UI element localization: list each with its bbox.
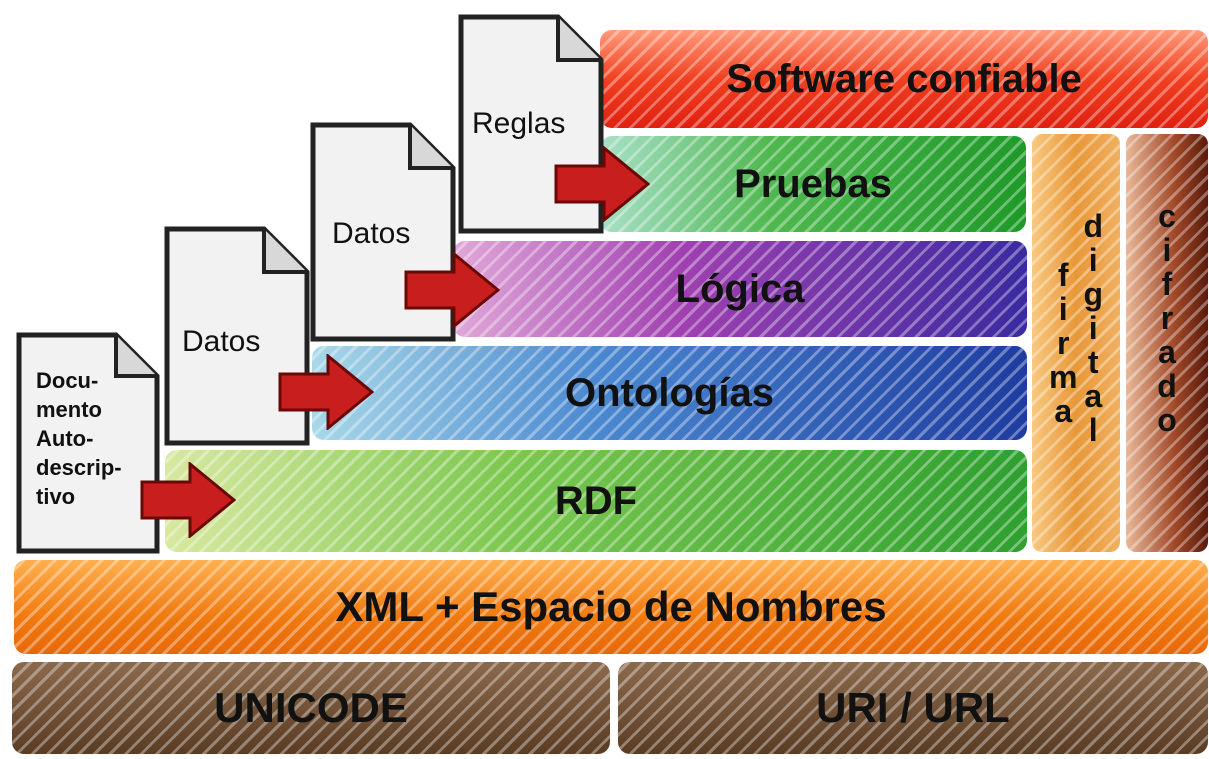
doc-line: tivo	[36, 484, 76, 509]
arrow-icon	[278, 354, 374, 430]
ontologias-layer: Ontologías	[312, 346, 1027, 440]
document-shape	[16, 332, 160, 554]
vertical-letter: i	[1058, 291, 1068, 327]
vertical-letter: m	[1049, 359, 1078, 395]
document-icon-datos-1: Datos	[164, 226, 310, 446]
doc-autodescriptivo-label: Docu- mento Auto- descrip- tivo	[36, 366, 122, 511]
pruebas-layer: Pruebas	[600, 136, 1026, 232]
software-label: Software confiable	[726, 56, 1082, 101]
vertical-letter: i	[1088, 310, 1098, 346]
vertical-letter: o	[1157, 402, 1177, 438]
vertical-letter: g	[1083, 276, 1103, 312]
vertical-letter: r	[1057, 325, 1070, 361]
vertical-letter: i	[1088, 242, 1098, 278]
vertical-letter: d	[1083, 208, 1103, 244]
vertical-letter: l	[1088, 412, 1098, 448]
doc-datos-1-label: Datos	[182, 325, 261, 358]
arrow-icon	[554, 146, 650, 222]
logica-label: Lógica	[675, 266, 805, 311]
vertical-letter: a	[1084, 378, 1103, 414]
unicode-layer: UNICODE	[12, 662, 610, 754]
doc-line: Auto-	[36, 426, 94, 451]
doc-line: descrip-	[36, 455, 122, 480]
document-shape	[164, 226, 310, 446]
arrow-icon	[140, 462, 236, 538]
unicode-label: UNICODE	[214, 684, 408, 731]
xml-layer: XML + Espacio de Nombres	[14, 560, 1208, 654]
ontologias-label: Ontologías	[565, 370, 774, 415]
xml-label: XML + Espacio de Nombres	[335, 583, 887, 630]
vertical-letter: a	[1054, 393, 1073, 429]
doc-line: Docu-	[36, 368, 99, 393]
document-icon-autodescriptivo: Docu- mento Auto- descrip- tivo	[16, 332, 160, 554]
software-layer: Software confiable	[600, 30, 1208, 128]
rdf-label: RDF	[554, 478, 638, 523]
arrow-icon	[404, 252, 500, 328]
vertical-letter: r	[1160, 300, 1174, 336]
rdf-layer: RDF	[165, 450, 1027, 552]
vertical-letter: f	[1161, 266, 1173, 302]
uri-label: URI / URL	[816, 684, 1010, 731]
logica-layer: Lógica	[453, 241, 1027, 337]
doc-datos-2-label: Datos	[332, 217, 411, 250]
doc-line: mento	[36, 397, 102, 422]
vertical-letter: t	[1087, 344, 1099, 380]
doc-reglas-label: Reglas	[472, 107, 566, 140]
vertical-letter: d	[1157, 368, 1177, 404]
vertical-letter: a	[1158, 334, 1176, 370]
vertical-letter: i	[1162, 232, 1172, 268]
pruebas-label: Pruebas	[734, 161, 892, 206]
uri-layer: URI / URL	[618, 662, 1208, 754]
vertical-letter: c	[1158, 198, 1176, 234]
vertical-letter: f	[1057, 257, 1069, 293]
